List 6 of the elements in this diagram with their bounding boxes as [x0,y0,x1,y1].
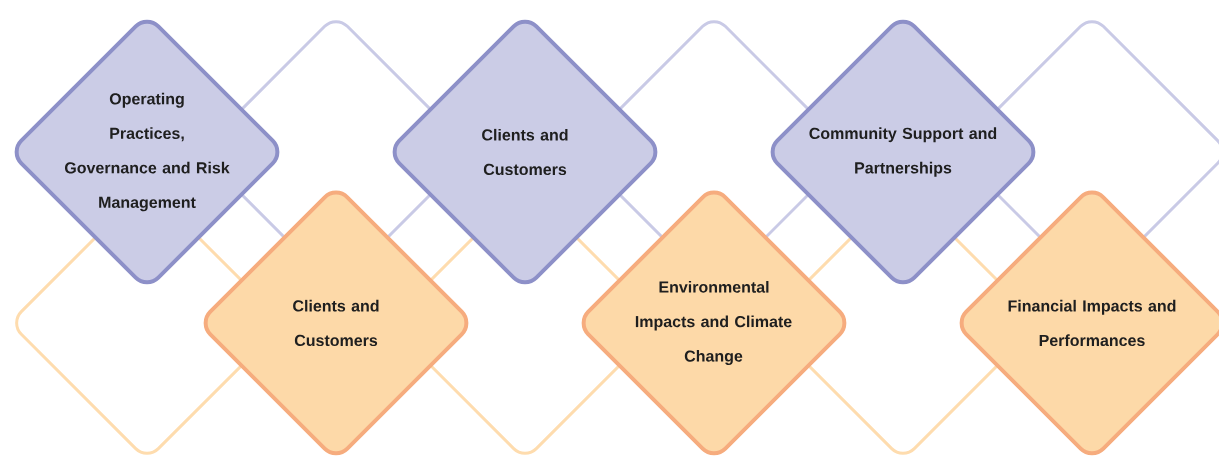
diamond-box: Clients and Customers [203,190,469,456]
diamond-box: Financial Impacts and Performances [959,190,1219,456]
diamond-box: Environmental Impacts and Climate Change [581,190,847,456]
diamond-box: Community Support and Partnerships [770,19,1036,285]
diamond-box: Clients and Customers [392,19,658,285]
diamond-box: Operating Practices, Governance and Risk Management [14,19,280,285]
